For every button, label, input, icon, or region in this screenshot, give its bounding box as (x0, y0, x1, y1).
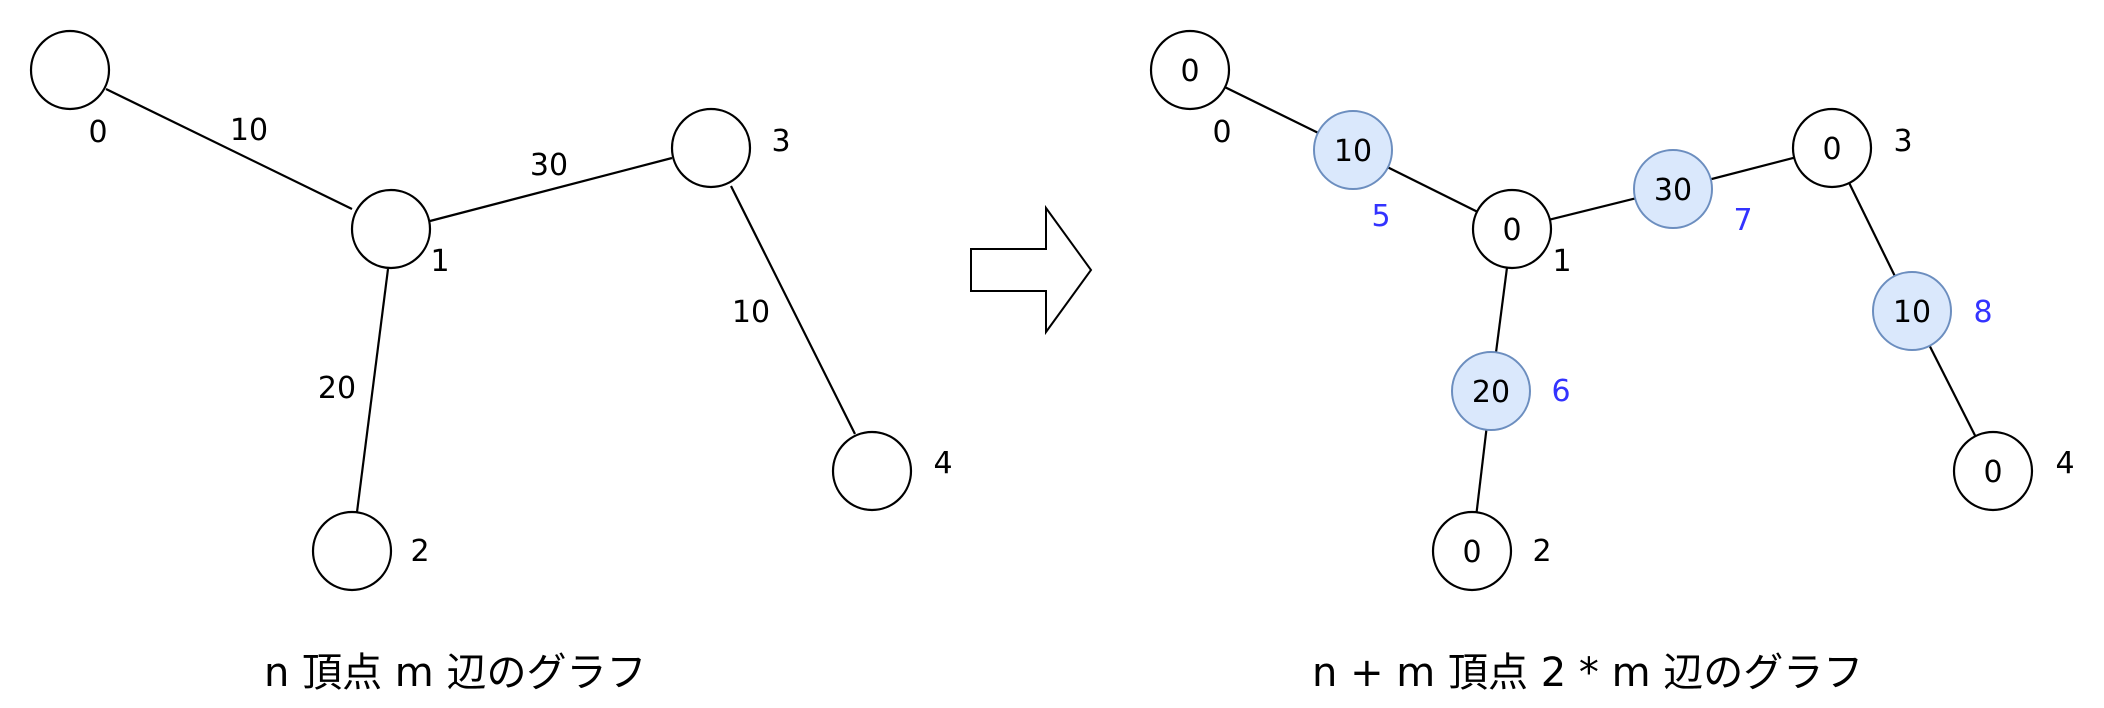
vertex-2 (1431, 510, 1513, 592)
edge-vertex-6 (1451, 351, 1531, 431)
vertex-value-1: 0 (1502, 213, 1521, 248)
edge-vertex-value-6: 20 (1472, 375, 1510, 410)
edge-vertex-8 (1872, 271, 1952, 351)
edge-vertex-label-7: 7 (1733, 203, 1752, 238)
vertex-label-1: 1 (430, 244, 449, 279)
edge-weight-1-2: 20 (318, 371, 356, 406)
edge-0-1 (105, 88, 353, 210)
vertex-label-4: 4 (2055, 446, 2074, 481)
vertex-label-0: 0 (88, 115, 107, 150)
vertex-label-2: 2 (410, 534, 429, 569)
vertex-label-2: 2 (1532, 534, 1551, 569)
vertex-3 (1791, 107, 1873, 189)
vertex-4 (1952, 430, 2034, 512)
vertex-3 (670, 107, 752, 189)
vertex-2 (311, 510, 393, 592)
vertex-value-3: 0 (1822, 132, 1841, 167)
vertex-1 (350, 188, 432, 270)
edge-vertex-value-7: 30 (1654, 173, 1692, 208)
vertex-label-3: 3 (771, 124, 790, 159)
edge-vertex-value-8: 10 (1893, 295, 1931, 330)
edge-weight-1-3: 30 (530, 148, 568, 183)
edge-3-4 (730, 185, 856, 435)
edge-vertex-label-8: 8 (1973, 295, 1992, 330)
vertex-label-0: 0 (1212, 115, 1231, 150)
edge-1-3 (429, 156, 673, 223)
transform-arrow-icon (970, 204, 1093, 336)
edge-vertex-label-5: 5 (1371, 199, 1390, 234)
right-graph-caption: n + m 頂点 2 * m 辺のグラフ (1312, 650, 1864, 696)
vertex-label-3: 3 (1893, 124, 1912, 159)
vertex-value-4: 0 (1983, 455, 2002, 490)
vertex-0 (1149, 29, 1231, 111)
vertex-label-4: 4 (933, 446, 952, 481)
vertex-1 (1471, 188, 1553, 270)
edge-weight-3-4: 10 (732, 295, 770, 330)
vertex-0 (29, 29, 111, 111)
vertex-value-0: 0 (1180, 54, 1199, 89)
vertex-value-2: 0 (1462, 535, 1481, 570)
edge-vertex-5 (1313, 110, 1393, 190)
vertex-4 (831, 430, 913, 512)
edge-1-2 (355, 268, 390, 513)
edge-vertex-7 (1633, 149, 1713, 229)
vertex-label-1: 1 (1552, 244, 1571, 279)
edge-vertex-value-5: 10 (1334, 134, 1372, 169)
right-graph: 0 0 0 0 0 10 20 30 10 0 1 2 3 4 5 6 7 8 (1149, 29, 2075, 592)
left-graph: 0 1 2 3 4 10 30 20 10 (29, 29, 953, 592)
edge-weight-0-1: 10 (230, 113, 268, 148)
edge-vertex-label-6: 6 (1551, 374, 1570, 409)
left-graph-caption: n 頂点 m 辺のグラフ (264, 650, 647, 696)
